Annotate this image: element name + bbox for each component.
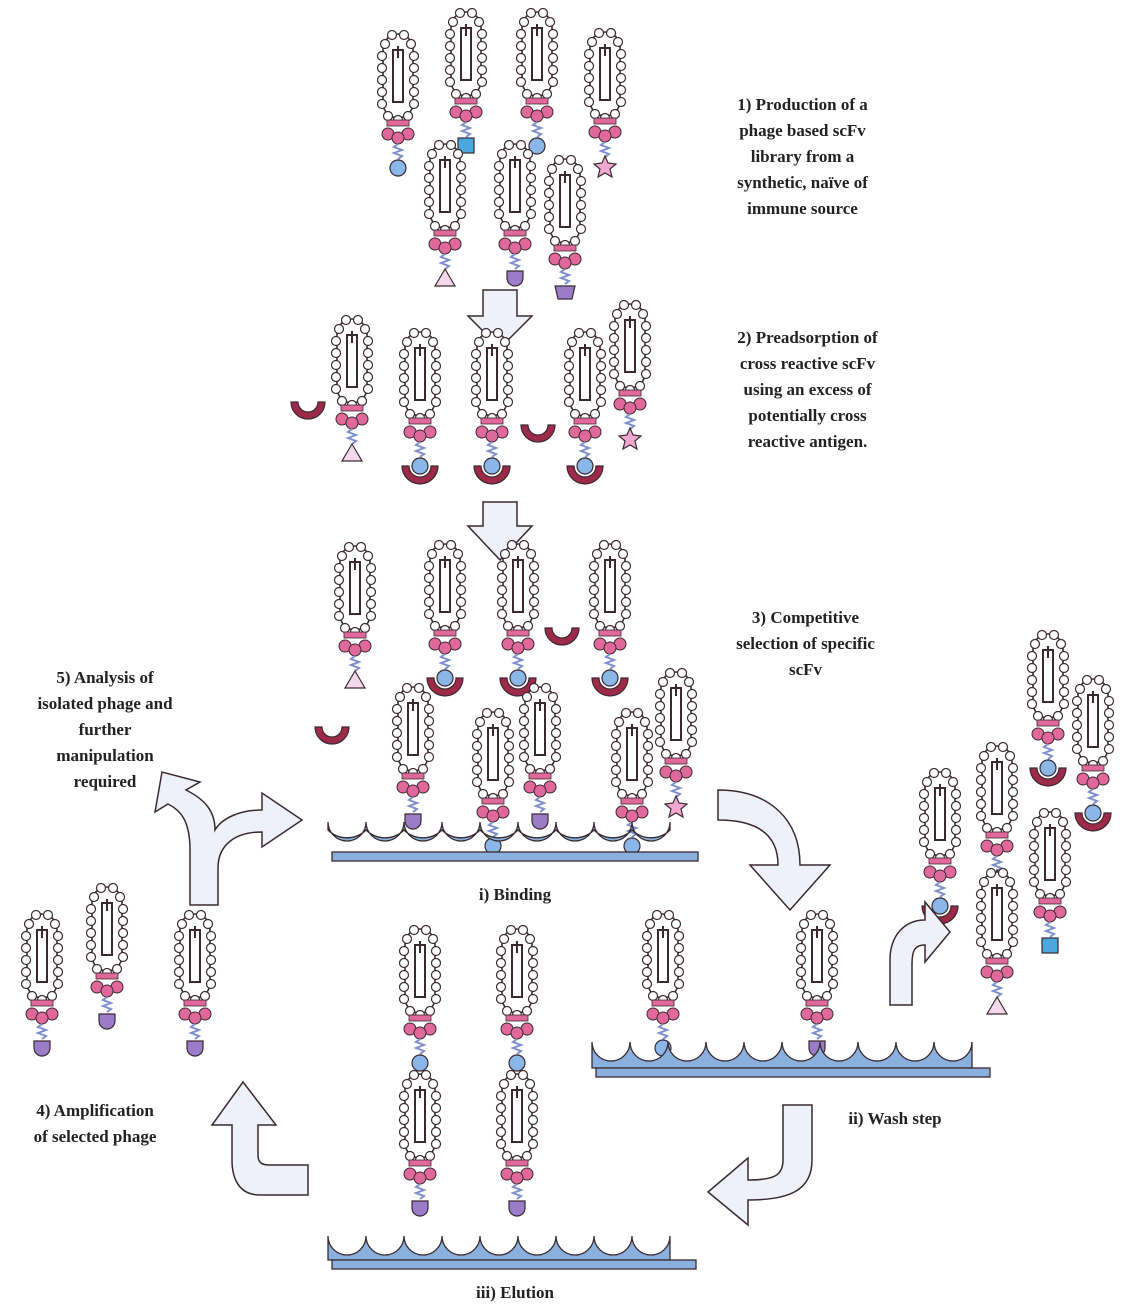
wash-stage-label: ii) Wash step <box>848 1109 942 1128</box>
phage <box>398 924 442 1072</box>
binding-stage-label: i) Binding <box>478 885 552 904</box>
cross-reactive-antigen <box>544 627 580 646</box>
wash-arrow-icon <box>889 899 951 1006</box>
step-1-line: immune source <box>747 199 858 218</box>
step-3-competitive-label: 3) Competitive selection of specific scF… <box>693 605 918 683</box>
phage <box>588 539 632 697</box>
wash-surface <box>591 909 991 1078</box>
phage <box>471 707 515 855</box>
step-2-line: using an excess of <box>743 380 872 399</box>
phage <box>398 327 442 485</box>
phage <box>918 767 962 925</box>
step-5-line: 5) Analysis of <box>56 668 154 687</box>
phage <box>493 139 537 287</box>
phage <box>654 667 698 818</box>
step-4-line: of selected phage <box>33 1127 157 1146</box>
phage <box>641 909 685 1057</box>
phage <box>376 29 420 177</box>
phage <box>391 682 435 830</box>
phage <box>795 909 839 1057</box>
phage <box>543 154 587 300</box>
phage <box>608 299 652 450</box>
phage <box>1026 629 1070 787</box>
competitive-group <box>333 539 632 697</box>
phage <box>975 867 1019 1015</box>
step-1-line: phage based scFv <box>739 121 866 140</box>
phage <box>1028 807 1072 954</box>
step-4-line: 4) Amplification <box>36 1101 154 1120</box>
phage <box>515 7 559 155</box>
phage <box>423 139 467 287</box>
step-2-line: 2) Preadsorption of <box>737 328 878 347</box>
phage <box>444 7 488 154</box>
phage <box>495 924 539 1072</box>
phage <box>1071 674 1115 832</box>
fork-arrow-icon <box>153 771 304 906</box>
phage <box>496 539 540 697</box>
phage <box>333 541 377 689</box>
washed-phage-group <box>918 629 1115 1015</box>
step-5-line: manipulation <box>56 746 154 765</box>
step-2-line: reactive antigen. <box>747 432 868 451</box>
step-1-line: synthetic, naïve of <box>737 173 868 192</box>
phage <box>173 909 217 1057</box>
curved-arrow-icon <box>210 1080 309 1196</box>
cross-reactive-antigen <box>314 726 350 745</box>
step-4-amplification-label: 4) Amplification of selected phage <box>0 1098 190 1150</box>
phage <box>518 682 562 830</box>
step-5-line: isolated phage and <box>37 694 173 713</box>
step-1-line: library from a <box>750 147 855 166</box>
phage <box>610 707 654 855</box>
step-3-line: scFv <box>788 660 823 679</box>
binding-surface <box>314 667 699 862</box>
phage <box>85 882 129 1030</box>
phage <box>563 327 607 485</box>
cross-reactive-antigen <box>520 424 556 443</box>
step-5-line: further <box>78 720 132 739</box>
step-2-line: potentially cross <box>748 406 867 425</box>
phage-library <box>376 7 627 300</box>
step-2-line: cross reactive scFv <box>739 354 876 373</box>
step-1-production-label: 1) Production of a phage based scFv libr… <box>690 92 915 222</box>
phage <box>330 314 374 462</box>
curved-arrow-icon <box>717 789 832 912</box>
down-arrow-icon <box>466 289 534 350</box>
phage <box>20 909 64 1057</box>
phage <box>423 539 467 697</box>
phage <box>975 741 1019 892</box>
step-1-line: 1) Production of a <box>737 95 868 114</box>
step-3-line: 3) Competitive <box>751 608 860 627</box>
step-5-line: required <box>73 772 137 791</box>
amplified-phage-group <box>20 882 217 1057</box>
cross-reactive-antigen <box>290 401 326 420</box>
step-5-analysis-label: 5) Analysis of isolated phage and furthe… <box>5 665 205 795</box>
step-3-line: selection of specific <box>736 634 875 653</box>
curved-arrow-icon <box>706 1104 813 1227</box>
elution-stage-label: iii) Elution <box>476 1283 554 1302</box>
preadsorption-group <box>290 299 652 485</box>
phage <box>583 27 627 178</box>
elution-group <box>327 924 697 1270</box>
phage <box>495 1069 539 1217</box>
phage <box>470 327 514 485</box>
phage <box>398 1069 442 1217</box>
step-2-preadsorption-label: 2) Preadsorption of cross reactive scFv … <box>695 325 920 455</box>
